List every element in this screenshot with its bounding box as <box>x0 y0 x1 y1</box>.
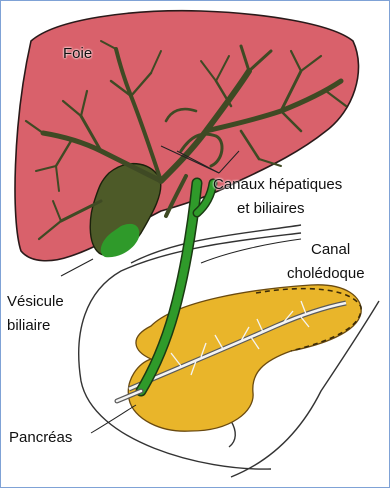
label-vesicule-line2: biliaire <box>7 317 50 335</box>
label-canal-line2: cholédoque <box>287 265 365 283</box>
label-canaux-line1: Canaux hépatiques <box>213 176 342 194</box>
label-canaux-line2: et biliaires <box>237 200 305 218</box>
label-canal-line1: Canal <box>311 241 350 259</box>
label-foie: Foie <box>63 45 92 63</box>
label-vesicule-line1: Vésicule <box>7 293 64 311</box>
label-pancreas: Pancréas <box>9 429 72 447</box>
